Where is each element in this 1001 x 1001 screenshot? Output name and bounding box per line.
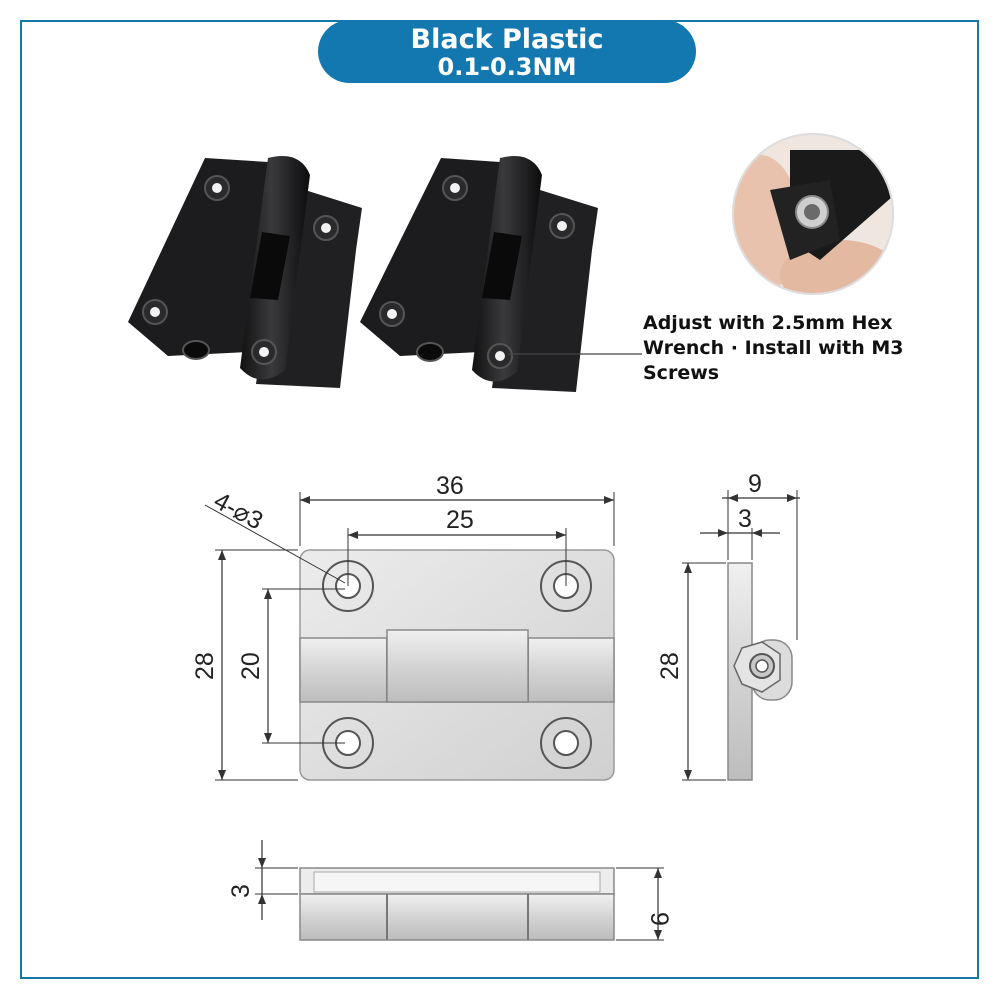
- installation-note: Adjust with 2.5mm Hex Wrench · Install w…: [643, 312, 904, 384]
- dim-9-side: 9: [748, 470, 762, 498]
- technical-drawing-bottom: [255, 840, 664, 941]
- dim-9-bottom: 9: [645, 912, 673, 926]
- dim-25: 25: [446, 506, 474, 534]
- hinge-photo-right: [360, 156, 642, 392]
- dim-20: 20: [237, 652, 265, 680]
- dim-3-side: 3: [738, 505, 752, 533]
- title-banner: Black Plastic 0.1-0.3NM: [318, 20, 696, 83]
- title-material: Black Plastic: [410, 24, 604, 55]
- dim-28-side: 28: [656, 652, 684, 680]
- title-torque: 0.1-0.3NM: [437, 53, 577, 81]
- hinge-photo-left: [128, 156, 362, 388]
- hex-socket-closeup-photo: [732, 133, 894, 295]
- technical-drawing-front: [204, 492, 615, 781]
- dim-holes: 4-⌀3: [209, 487, 267, 536]
- dim-28-front: 28: [191, 652, 219, 680]
- dim-3-bottom: 3: [227, 884, 255, 898]
- dim-36: 36: [436, 472, 464, 500]
- technical-drawing-side: [682, 490, 800, 781]
